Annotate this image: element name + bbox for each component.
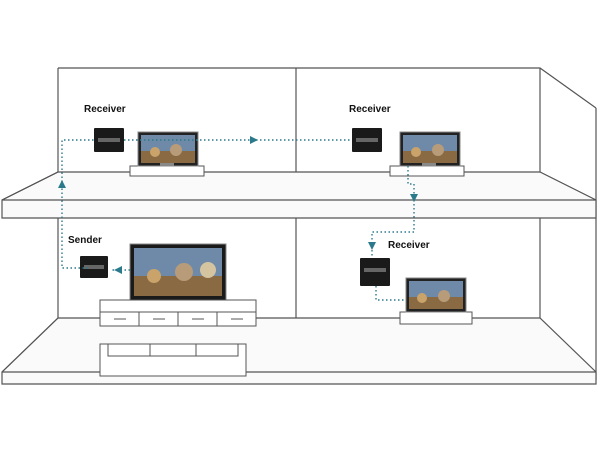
arrowhead-left-icon xyxy=(114,266,122,274)
link-sender-to-receiver-top-left xyxy=(61,139,94,269)
arrowhead-down-icon-2 xyxy=(368,242,376,250)
sofa xyxy=(99,343,247,377)
label-receiver-top-right: Receiver xyxy=(349,104,391,115)
house-outline xyxy=(57,67,597,380)
receiver-box-top-right xyxy=(352,128,382,152)
tv-screen-bottom-left xyxy=(129,243,227,301)
arrowheads xyxy=(58,136,418,274)
tv-cabinet-bottom-left xyxy=(99,299,257,327)
link-top-right-to-bottom-right xyxy=(371,166,415,258)
tv-stand-top-right xyxy=(389,165,465,177)
arrowhead-up-icon xyxy=(58,180,66,188)
arrowhead-down-icon xyxy=(410,194,418,202)
tv-stand-top-left xyxy=(129,165,205,177)
arrowhead-right-icon xyxy=(250,136,258,144)
roof-edge xyxy=(58,67,597,109)
tv-screen-top-left xyxy=(137,131,199,167)
label-receiver-top-left: Receiver xyxy=(84,104,126,115)
sender-box xyxy=(80,256,108,278)
receiver-box-top-left xyxy=(94,128,124,152)
middle-floor-slab xyxy=(1,171,597,219)
tv-screen-bottom-right xyxy=(405,277,467,313)
tv-stand-bottom-right xyxy=(399,311,473,325)
label-sender: Sender xyxy=(68,235,102,246)
tv-screen-top-right xyxy=(399,131,461,167)
signal-links xyxy=(61,139,415,301)
receiver-box-bottom-right xyxy=(360,258,390,286)
link-bottom-right-to-tv xyxy=(375,286,406,301)
ground-floor xyxy=(1,317,597,385)
label-receiver-bottom-right: Receiver xyxy=(388,240,430,251)
